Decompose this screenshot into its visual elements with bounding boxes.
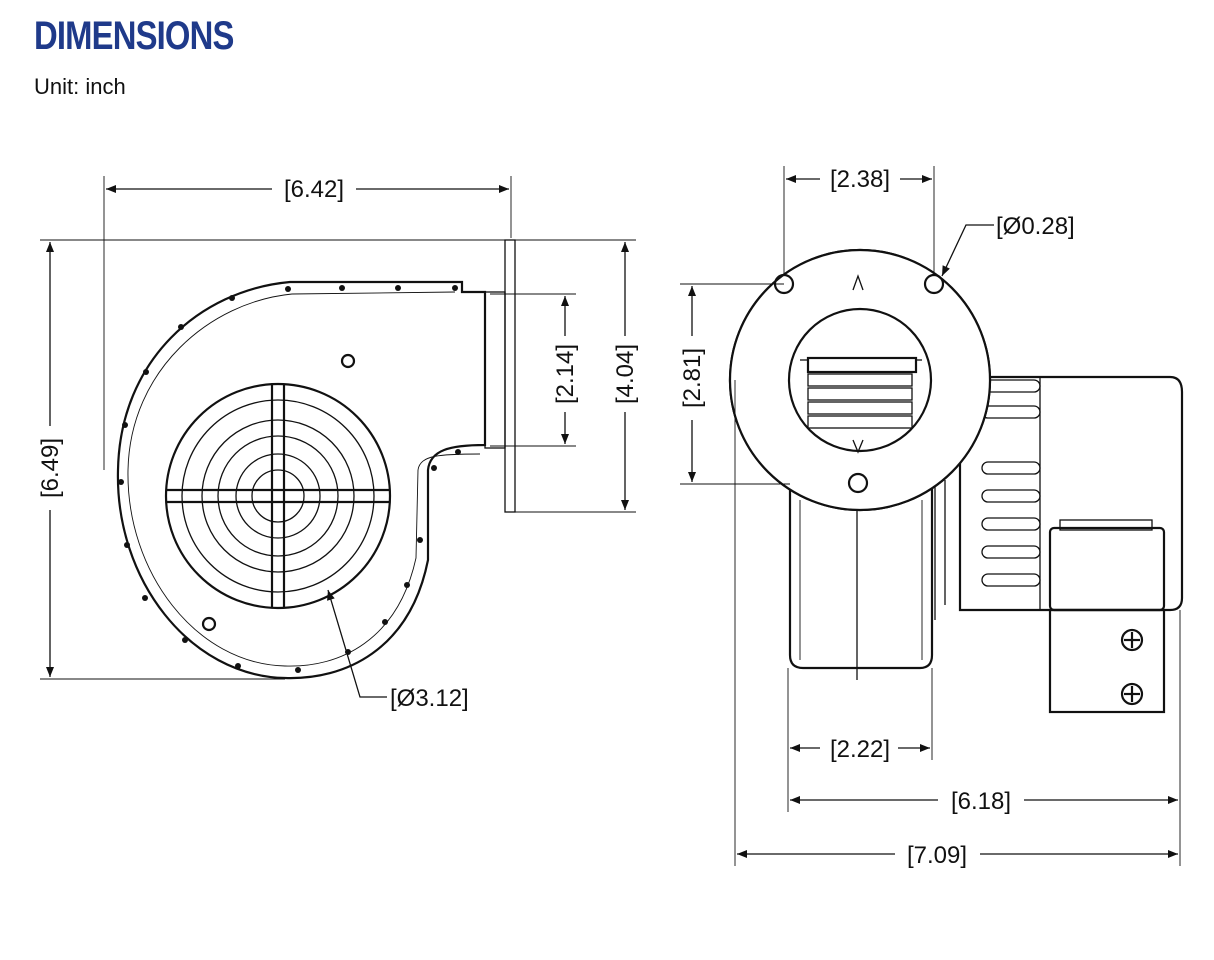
dim-housing-depth: [2.22] <box>830 736 890 763</box>
side-view <box>680 166 1184 866</box>
dim-inlet-diameter: [Ø3.12] <box>390 685 469 712</box>
dim-front-height: [6.49] <box>37 438 64 498</box>
rivet-dots <box>118 285 461 673</box>
wheel-blades <box>800 356 922 429</box>
dim-depth-body: [6.18] <box>951 788 1011 815</box>
dim-outlet-flange: [4.04] <box>612 344 639 404</box>
dim-front-width: [6.42] <box>284 176 344 203</box>
motor-vents <box>981 379 1041 587</box>
dim-outlet-opening: [2.14] <box>552 344 579 404</box>
inlet-grille <box>164 382 392 610</box>
dim-depth-overall: [7.09] <box>907 842 967 869</box>
dim-flange-opening: [2.81] <box>679 348 706 408</box>
unit-label: Unit: inch <box>34 74 126 99</box>
dim-hole-diameter: [Ø0.28] <box>996 213 1075 240</box>
dim-hole-spacing: [2.38] <box>830 166 890 193</box>
front-view <box>40 176 636 698</box>
dimension-labels: [6.42] [6.49] [2.14] [4.04] [Ø3.12] [2.3… <box>37 166 1075 869</box>
page-title: DIMENSIONS <box>34 14 234 58</box>
